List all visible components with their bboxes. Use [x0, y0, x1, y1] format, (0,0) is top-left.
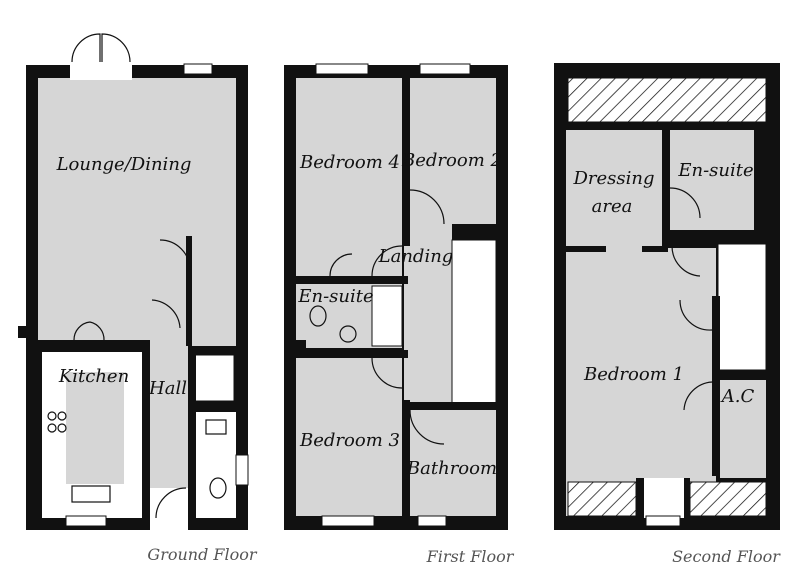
stair-side-wall: [712, 296, 720, 476]
eaves-storage-bottom-right: [689, 481, 767, 517]
eaves-storage-top: [567, 77, 767, 123]
kitchen-sink-icon: [71, 485, 111, 503]
ensuite-side-wall: [662, 130, 670, 234]
ground-window-top: [183, 63, 213, 75]
first-floor-title: First Floor: [426, 547, 515, 566]
ground-floor-title: Ground Floor: [147, 545, 257, 564]
front-door-swing: [155, 487, 187, 519]
front-door-opening: [150, 488, 188, 530]
bathroom-room: [410, 410, 496, 516]
hob-ring: [47, 411, 57, 421]
eaves-wall: [562, 124, 768, 130]
first-floor-staircase: [451, 239, 497, 405]
french-doors-opening: [70, 62, 132, 80]
first-floor-plan: Bedroom 4 Bedroom 2 Landing En-suite Bed…: [284, 63, 515, 566]
ac-door-swing: [683, 381, 713, 411]
lounge-door-swing: [159, 239, 191, 271]
ensuite-door-swing: [669, 187, 701, 219]
bedroom-3-room: [296, 358, 402, 516]
cupboard-wall: [186, 236, 192, 346]
bathroom-door-swing: [409, 409, 445, 445]
hob-ring: [47, 423, 57, 433]
first-wall-mid-bottom: [402, 400, 410, 516]
bath-tub-icon: [371, 285, 403, 347]
airing-cupboard-label: A.C: [720, 386, 755, 407]
dressing-area-label-line1: Dressing: [572, 168, 654, 189]
first-wall-mid-top: [402, 78, 410, 246]
hall-label: Hall: [148, 378, 187, 399]
wc-top-wall: [190, 402, 236, 410]
wc-side-wall: [188, 346, 196, 518]
hob-ring: [57, 411, 67, 421]
dressing-wall-right: [642, 246, 668, 252]
toilet-icon: [209, 477, 227, 499]
ac-top-wall: [720, 372, 766, 380]
french-door-left: [71, 33, 101, 63]
kitchen-top-wall: [38, 340, 150, 352]
bed2-window: [419, 63, 471, 75]
wc-window: [235, 454, 249, 486]
hall-door-swing: [151, 299, 181, 329]
bedroom-1-extension: [662, 248, 716, 516]
bedroom-1-label: Bedroom 1: [583, 364, 684, 385]
dressing-wall-left: [566, 246, 606, 252]
airing-cupboard-room: [720, 380, 766, 478]
dressing-area-label-line2: area: [592, 196, 633, 217]
ensuite-right-wall: [756, 196, 764, 232]
bedroom-3-label: Bedroom 3: [299, 430, 400, 451]
kitchen-double-door: [73, 321, 105, 341]
second-floor-window: [645, 515, 681, 527]
kitchen-label: Kitchen: [58, 366, 129, 387]
ensuite-door-swing: [329, 253, 353, 277]
first-ensuite-label: En-suite: [297, 286, 373, 307]
hall-room: [148, 300, 188, 518]
ground-cupboard: [190, 238, 236, 346]
bed3-window: [321, 515, 375, 527]
second-ensuite-room: [670, 130, 754, 230]
second-floor-title: Second Floor: [672, 547, 781, 566]
bathroom-top-wall: [410, 402, 496, 410]
bedroom-1-room: [566, 130, 662, 516]
bathroom-label: Bathroom: [406, 458, 497, 479]
bed4-window: [315, 63, 369, 75]
ensuite-bottom-wall: [662, 230, 766, 238]
stair-door-swing: [679, 299, 713, 331]
basin-icon: [205, 419, 227, 435]
ground-wc: [196, 412, 236, 518]
external-meter: [18, 326, 26, 338]
hob-ring: [57, 423, 67, 433]
toilet-icon: [309, 305, 327, 327]
second-floor-plan: Dressing area En-suite Bedroom 1 A.C Sec…: [554, 63, 781, 566]
dormer-floor: [644, 478, 684, 518]
dressing-door-swing: [671, 245, 701, 277]
bed4-door-swing: [371, 245, 403, 277]
bedroom-2-label: Bedroom 2: [401, 150, 502, 171]
ensuite-top-wall: [296, 276, 408, 284]
kitchen-island: [66, 372, 124, 484]
bed3-door-swing: [371, 357, 403, 389]
basin-icon: [339, 325, 357, 343]
bedroom-4-label: Bedroom 4: [299, 152, 400, 173]
kitchen-window: [65, 515, 107, 527]
french-door-right: [101, 33, 131, 63]
landing-label: Landing: [378, 246, 454, 267]
ground-floor-plan: Lounge/Dining Kitchen Hall Ground Floor: [18, 33, 258, 564]
second-floor-staircase: [717, 243, 767, 371]
bathroom-window: [417, 515, 447, 527]
understairs-storage: [193, 354, 235, 402]
lounge-dining-label: Lounge/Dining: [56, 154, 192, 175]
bed2-door-swing: [409, 189, 445, 225]
bed3-top-wall: [296, 350, 408, 358]
eaves-storage-bottom-left: [567, 481, 637, 517]
second-ensuite-label: En-suite: [677, 160, 753, 181]
kitchen-side-wall: [142, 352, 150, 518]
